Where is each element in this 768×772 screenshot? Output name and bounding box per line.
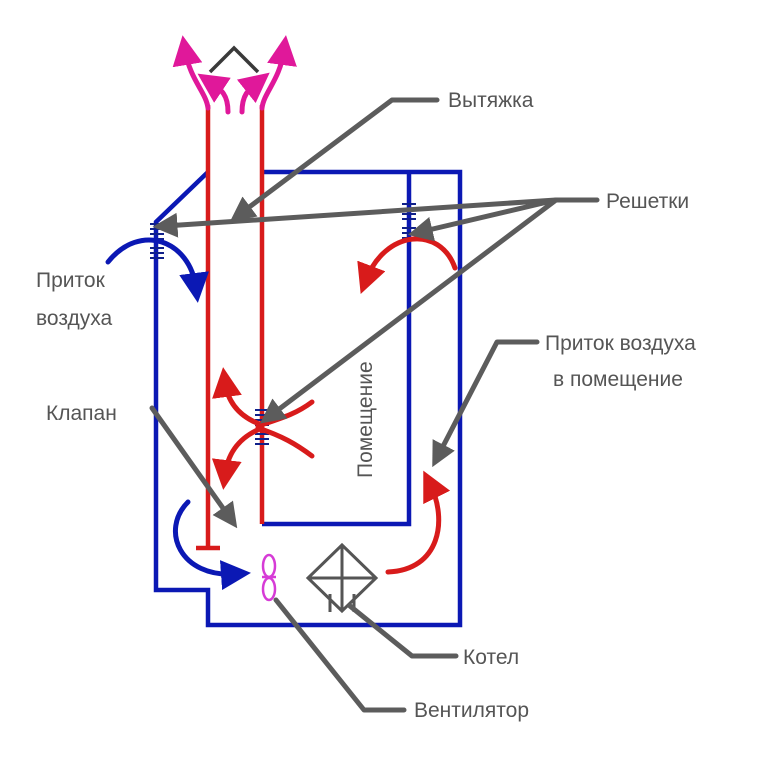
- exhaust-flow-arrows: [172, 35, 297, 115]
- label-exhaust: Вытяжка: [448, 89, 534, 112]
- air-flow-arrows: [105, 236, 458, 591]
- label-room: Помещение: [354, 361, 377, 478]
- chimney-cap: [208, 45, 260, 74]
- label-grilles: Решетки: [606, 190, 689, 213]
- leader-lines: [149, 97, 600, 713]
- label-room-inflow-line2: в помещение: [553, 368, 683, 391]
- chimney-ducts: [196, 105, 265, 551]
- building-walls: [153, 169, 463, 628]
- label-boiler: Котел: [463, 646, 519, 669]
- label-air-inflow-line2: воздуха: [36, 307, 113, 330]
- label-fan: Вентилятор: [414, 699, 529, 722]
- label-air-inflow-line1: Приток: [36, 269, 106, 292]
- label-valve: Клапан: [46, 402, 117, 425]
- fan-icon: [261, 553, 277, 602]
- boiler-icon: [305, 542, 379, 614]
- label-room-inflow-line1: Приток воздуха: [545, 332, 696, 355]
